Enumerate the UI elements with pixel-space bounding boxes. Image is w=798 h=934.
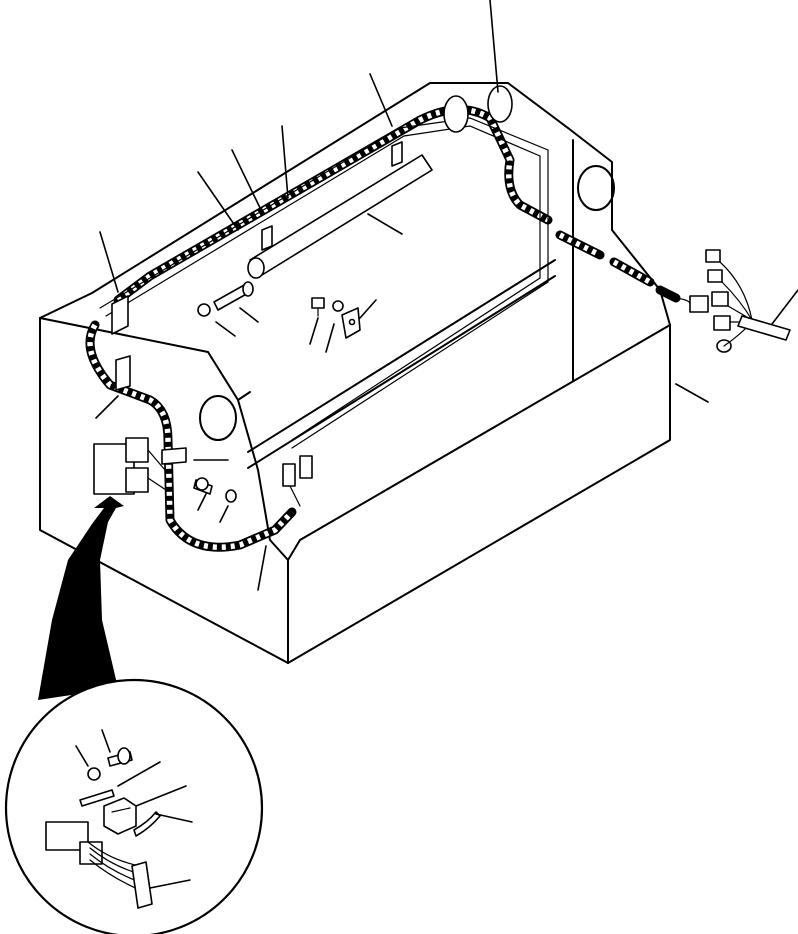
harness-tape-right	[737, 315, 791, 341]
detail-callout-arrow	[38, 496, 124, 700]
relay-bracket	[341, 307, 361, 339]
detail-circle	[4, 678, 264, 934]
center-connector	[282, 455, 313, 507]
box-body	[39, 82, 671, 664]
washer-small	[332, 300, 344, 312]
bolt-small	[311, 297, 325, 317]
washer-upper	[197, 303, 211, 317]
leader-lines	[95, 0, 798, 591]
grommet-pair	[443, 85, 513, 133]
connector-block	[93, 437, 167, 495]
harness-connectors-right	[675, 249, 753, 353]
washer-lower	[225, 489, 237, 503]
bolt-upper	[213, 281, 254, 311]
right-mount-hole	[577, 165, 615, 211]
bolt-lower	[193, 477, 213, 495]
wiring-harness	[85, 105, 681, 552]
rail-tube	[99, 117, 549, 449]
wiring-duct	[247, 154, 433, 279]
clamps	[111, 141, 403, 465]
left-mount-hole	[199, 395, 237, 441]
